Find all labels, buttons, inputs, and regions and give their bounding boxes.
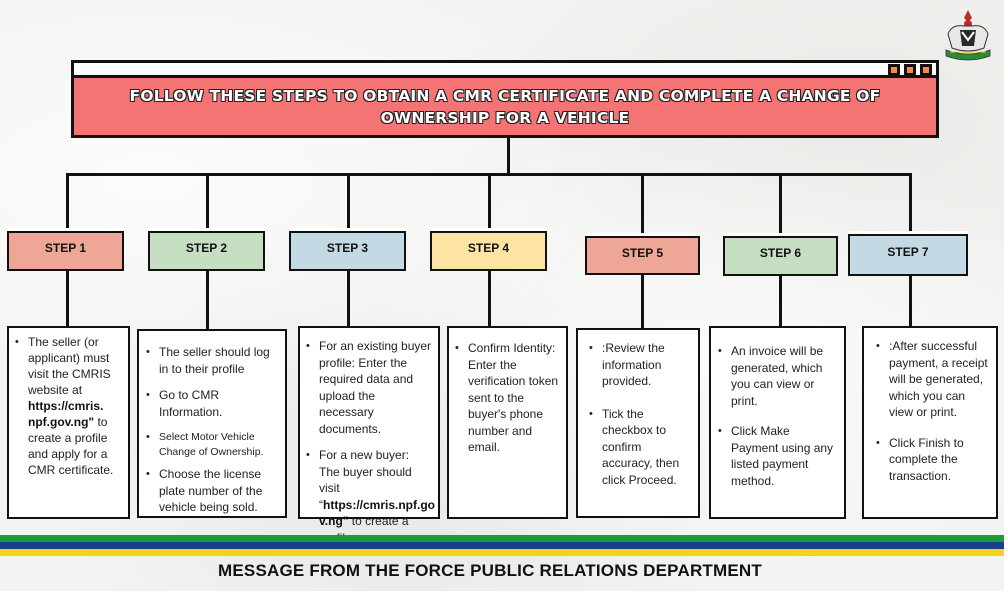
step-3-header: STEP 3 <box>289 228 406 271</box>
title-window-bar <box>71 60 939 78</box>
step-1-label: STEP 1 <box>44 241 87 255</box>
cmris-link[interactable]: https://cmris. npf.gov.ng" <box>28 399 104 429</box>
step-1-box: The seller (or applicant) must visit the… <box>7 326 130 519</box>
window-dot-icon <box>888 64 900 76</box>
step-5-label: STEP 5 <box>621 245 664 260</box>
window-dot-icon <box>920 64 932 76</box>
stripe-green <box>0 535 1004 542</box>
step-1-header: STEP 1 <box>7 228 124 271</box>
connector-trunk <box>507 138 510 175</box>
connector-drop-5 <box>641 173 644 236</box>
list-item: Select Motor Vehicle Change of Ownership… <box>146 430 279 460</box>
title-box: FOLLOW THESE STEPS TO OBTAIN A CMR CERTI… <box>71 78 939 138</box>
list-item: An invoice will be generated, which you … <box>718 343 838 409</box>
cmris-link[interactable]: https://cmris.npf.go v.ng" <box>319 497 435 529</box>
step-2-box: The seller should log in to their profil… <box>137 329 287 518</box>
step-7-box: :After successful payment, a receipt wil… <box>862 326 998 519</box>
connector-lower-4 <box>488 270 491 328</box>
step-6-label: STEP 6 <box>759 246 802 260</box>
stripe-blue <box>0 542 1004 549</box>
connector-lower-7 <box>909 275 912 327</box>
connector-drop-7 <box>909 173 912 231</box>
list-item: Choose the license plate number of the v… <box>146 466 279 516</box>
list-item: Click Make Payment using any listed paym… <box>718 423 838 489</box>
connector-drop-6 <box>779 173 782 236</box>
list-item: The seller (or applicant) must visit the… <box>15 334 122 478</box>
list-item: Click Finish to complete the transaction… <box>876 435 990 485</box>
step-3-box: For an existing buyer profile: Enter the… <box>298 326 440 545</box>
step-4-label: STEP 4 <box>467 241 510 255</box>
list-item: Tick the checkbox to confirm accuracy, t… <box>589 406 692 489</box>
window-dot-icon <box>904 64 916 76</box>
police-crest-logo <box>940 8 996 66</box>
step-4-box: Confirm Identity: Enter the verification… <box>447 326 568 519</box>
stripe-yellow <box>0 549 1004 556</box>
step-7-header: STEP 7 <box>848 231 968 276</box>
step-5-box: :Review the information provided. Tick t… <box>576 328 700 518</box>
footer-message: MESSAGE FROM THE FORCE PUBLIC RELATIONS … <box>218 561 762 580</box>
connector-lower-3 <box>347 270 350 328</box>
list-item: The seller should log in to their profil… <box>146 344 279 377</box>
connector-lower-2 <box>206 270 209 330</box>
connector-lower-5 <box>641 274 644 330</box>
step-4-header: STEP 4 <box>430 228 547 271</box>
step-6-header: STEP 6 <box>723 233 838 276</box>
step-2-header: STEP 2 <box>148 228 265 271</box>
step-3-label: STEP 3 <box>326 241 369 255</box>
connector-lower-6 <box>779 275 782 327</box>
connector-lower-1 <box>66 270 69 328</box>
connector-drop-3 <box>347 173 350 230</box>
list-item: Confirm Identity: Enter the verification… <box>455 340 560 456</box>
connector-drop-4 <box>488 173 491 230</box>
list-item: :After successful payment, a receipt wil… <box>876 338 990 421</box>
step-2-label: STEP 2 <box>185 241 228 255</box>
connector-drop-1 <box>66 173 69 230</box>
list-item: For a new buyer: The buyer should visit … <box>306 447 435 546</box>
step-5-header: STEP 5 <box>585 233 700 275</box>
step-6-box: An invoice will be generated, which you … <box>709 326 846 519</box>
step-7-label: STEP 7 <box>887 245 929 259</box>
connector-drop-2 <box>206 173 209 230</box>
list-item: For an existing buyer profile: Enter the… <box>306 338 432 437</box>
list-item: :Review the information provided. <box>589 340 692 390</box>
list-item: Go to CMR Information. <box>146 387 279 420</box>
page-title: FOLLOW THESE STEPS TO OBTAIN A CMR CERTI… <box>129 86 881 127</box>
